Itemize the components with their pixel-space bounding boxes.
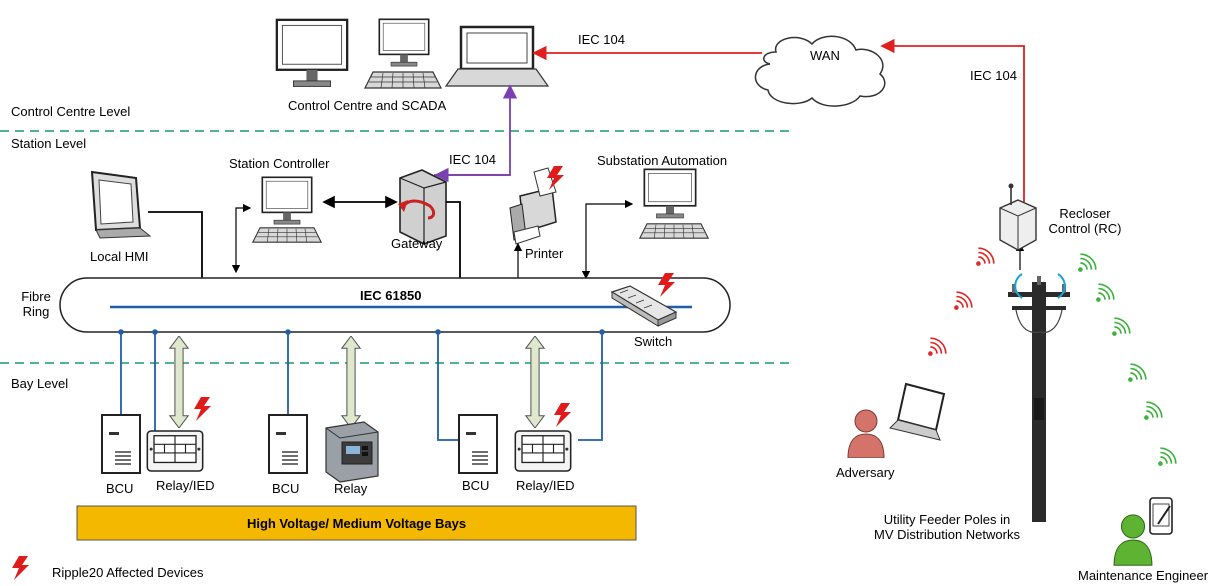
fibre-ring [59,277,731,333]
wan-cloud [754,35,886,107]
hv-mv-bays-label: High Voltage/ Medium Voltage Bays [246,516,467,531]
wan-label: WAN [810,48,840,63]
gateway-ring-link [446,201,461,282]
ripple20-bolt-relay-ied-2 [554,403,571,427]
fibre-ring-label: Fibre Ring [14,289,58,319]
relay-device [325,421,379,483]
recloser-control-box [999,183,1037,251]
adversary-label: Adversary [836,465,895,480]
printer-label: Printer [525,246,564,261]
bay-level-label: Bay Level [11,376,69,391]
station-controller-label: Station Controller [229,156,330,171]
control-centre-level-label: Control Centre Level [11,104,131,119]
substation-automation-label: Substation Automation [597,153,728,168]
fibre-ring-label-line1: Fibre [21,289,51,304]
iec104-station-label: IEC 104 [449,152,496,167]
adversary-person [847,409,885,458]
fibre-ring-label-line2: Ring [22,304,50,319]
relay-ied-1 [146,430,204,472]
feeder-poles-label-line1: Utility Feeder Poles in [883,512,1011,527]
rc-to-wan-link [880,38,1025,202]
engineer-signals [1077,253,1177,467]
double-arrow-1 [169,336,189,428]
local-hmi-label: Local HMI [90,249,149,264]
recloser-label-line1: Recloser [1059,206,1111,221]
hmi-ring-link [148,211,203,282]
switch-device [610,285,678,327]
bcu-1 [101,414,141,474]
bcu-3 [458,414,498,474]
hv-mv-bays-bar [76,505,637,541]
bcu-3-label: BCU [462,478,490,493]
adversary-signals [927,247,995,357]
printer-device [509,167,557,245]
station-controller-pc [252,176,322,243]
local-hmi-monitor [90,170,152,239]
bcu-2 [268,414,308,474]
relay-ied-2 [514,430,572,472]
engineer-tablet [1149,497,1173,535]
iec61850-label: IEC 61850 [360,288,422,303]
gateway-server [398,169,447,245]
ripple20-bolt-legend [12,556,29,580]
iec104-top-label: IEC 104 [578,32,625,47]
iec104-right-label: IEC 104 [970,68,1017,83]
adversary-laptop [889,382,946,441]
scada-workstation-2 [364,18,442,89]
scada-workstation-1 [275,18,349,88]
relay-ied-2-label: Relay/IED [516,478,575,493]
feeder-poles-label-line2: MV Distribution Networks [874,527,1020,542]
maintenance-engineer-label: Maintenance Engineer [1078,568,1209,583]
relay-ied-1-label: Relay/IED [156,478,215,493]
bcu-2-label: BCU [272,481,300,496]
substation-automation-pc [639,168,709,239]
station-level-label: Station Level [11,136,87,151]
bay-drop-lines [120,332,603,441]
recloser-control-label: Recloser Control (RC) [1040,206,1130,236]
feeder-poles-label: Utility Feeder Poles in MV Distribution … [862,512,1032,542]
recloser-label-line2: Control (RC) [1048,221,1122,236]
legend-ripple20-label: Ripple20 Affected Devices [52,565,204,580]
automation-ring-link [581,199,634,280]
control-centre-label: Control Centre and SCADA [288,98,447,113]
switch-label: Switch [634,334,673,349]
utility-pole [1008,276,1070,522]
relay-label: Relay [334,481,368,496]
gateway-label: Gateway [391,236,443,251]
bcu-1-label: BCU [106,481,134,496]
double-arrow-3 [525,336,545,428]
ripple20-bolt-relay-ied-1 [194,397,211,421]
double-arrow-2 [341,336,361,428]
station-controller-ring-link [231,203,252,274]
scada-laptop [444,25,550,87]
maintenance-engineer-person [1113,514,1153,566]
